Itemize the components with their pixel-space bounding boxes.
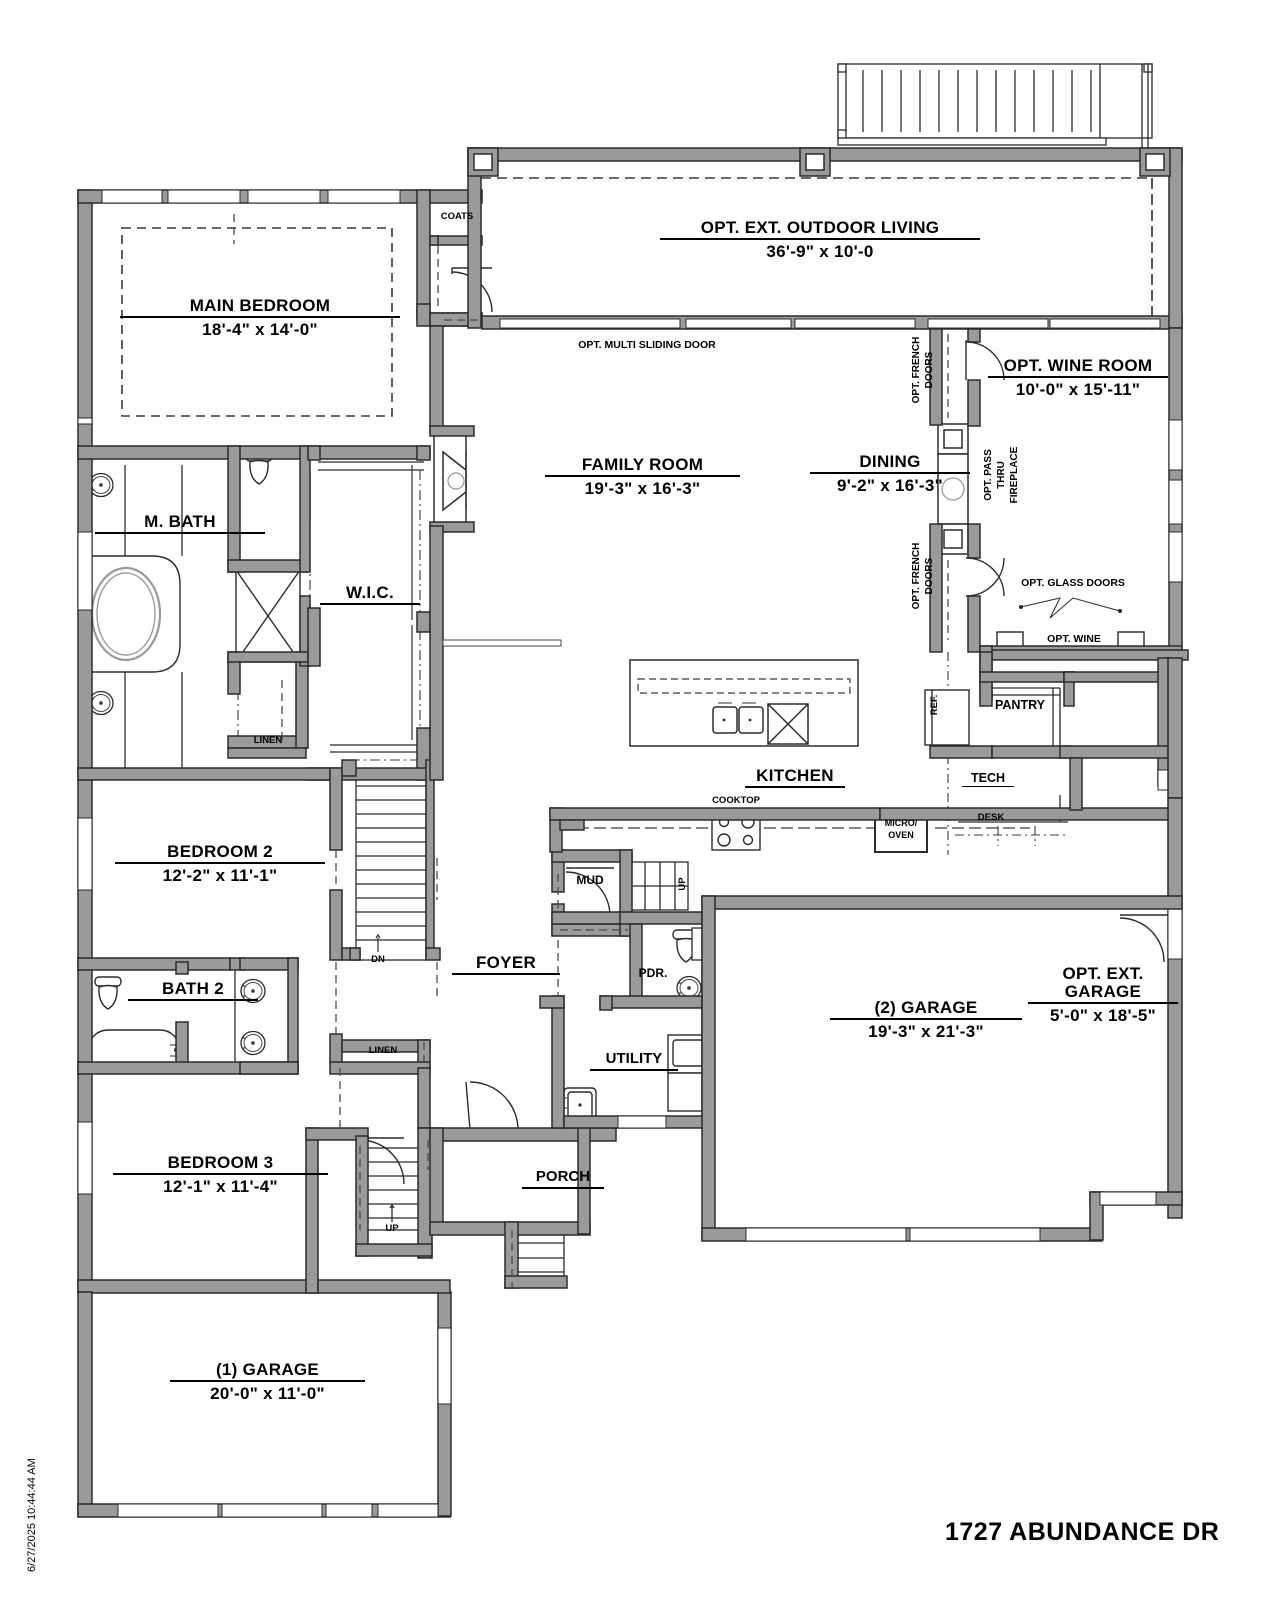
annotation-glass-doors: OPT. GLASS DOORS <box>1021 577 1125 589</box>
page-title: 1727 ABUNDANCE DR <box>945 1518 1220 1546</box>
annotation-pass-thru-fireplace-l2: THRU <box>996 461 1007 489</box>
room-label-main-bedroom: MAIN BEDROOM 18'-4" x 14'-0" <box>120 296 400 339</box>
label-desk: DESK <box>977 812 1005 823</box>
room-label-ext-garage: OPT. EXT. GARAGE 5'-0" x 18'-5" <box>1028 965 1178 1025</box>
label-pantry: PANTRY <box>995 698 1045 712</box>
annotation-french-doors-lower-l2: DOORS <box>924 557 935 595</box>
annotation-multi-sliding-door: OPT. MULTI SLIDING DOOR <box>578 339 716 351</box>
room-label-garage-2: (2) GARAGE 19'-3" x 21'-3" <box>830 998 1022 1041</box>
annotation-french-doors-upper: OPT. FRENCH <box>911 336 922 404</box>
label-ref: REF. <box>929 694 940 716</box>
label-mud: MUD <box>576 873 604 887</box>
room-label-m-bath: M. BATH <box>95 512 265 535</box>
label-cooktop: COOKTOP <box>712 795 760 806</box>
annotation-pass-thru-fireplace-l3: FIREPLACE <box>1009 446 1020 504</box>
room-label-utility: UTILITY <box>590 1050 678 1071</box>
label-micro-oven-line2: OVEN <box>888 830 914 840</box>
label-pdr: PDR. <box>638 966 668 980</box>
annotation-french-doors-upper-l2: DOORS <box>924 351 935 389</box>
label-stair-up-lower: UP <box>385 1223 399 1234</box>
room-label-bath-2: BATH 2 <box>128 979 258 1002</box>
room-label-outdoor-living: OPT. EXT. OUTDOOR LIVING 36'-9" x 10'-0 <box>660 218 980 261</box>
label-stair-up-mud: UP <box>677 877 688 891</box>
label-tech: TECH <box>962 771 1014 788</box>
room-label-bedroom-3: BEDROOM 3 12'-1" x 11'-4" <box>113 1153 328 1196</box>
room-label-kitchen: KITCHEN <box>745 766 845 789</box>
room-label-wine-room: OPT. WINE ROOM 10'-0" x 15'-11" <box>988 356 1168 399</box>
print-timestamp: 6/27/2025 10:44:44 AM <box>26 1458 38 1572</box>
annotation-pass-thru-fireplace-l1: OPT. PASS <box>983 449 994 501</box>
label-linen-mbath: LINEN <box>253 735 283 746</box>
room-label-bedroom-2: BEDROOM 2 12'-2" x 11'-1" <box>115 842 325 885</box>
room-label-foyer: FOYER <box>452 953 560 976</box>
label-stair-dn: DN <box>371 954 385 965</box>
room-label-garage-1: (1) GARAGE 20'-0" x 11'-0" <box>170 1360 365 1403</box>
room-label-family-room: FAMILY ROOM 19'-3" x 16'-3" <box>545 455 740 498</box>
label-coats: COATS <box>440 211 474 222</box>
label-linen-hall: LINEN <box>368 1045 398 1056</box>
annotation-opt-wine: OPT. WINE <box>1047 633 1101 645</box>
room-label-wic: W.I.C. <box>320 583 420 606</box>
room-label-dining: DINING 9'-2" x 16'-3" <box>810 452 970 495</box>
annotation-french-doors-lower: OPT. FRENCH <box>911 542 922 610</box>
label-micro-oven-line1: MICRO/ <box>884 818 918 828</box>
room-label-porch: PORCH <box>522 1168 604 1189</box>
